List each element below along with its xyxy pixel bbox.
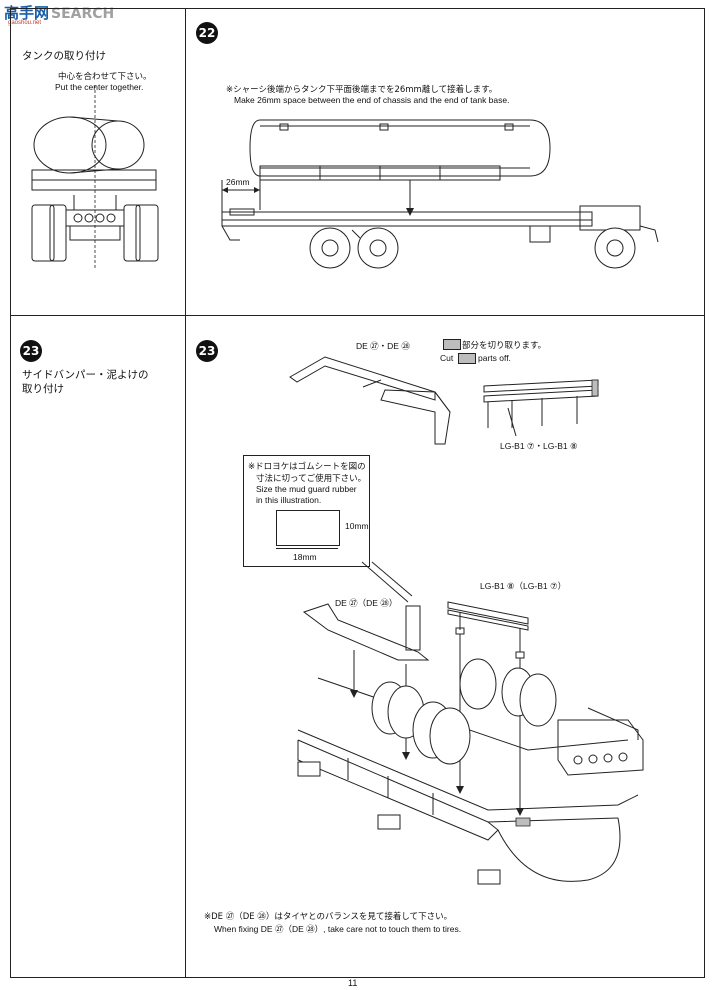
cut-note-en-suffix: parts off. bbox=[478, 353, 511, 363]
mud-note-en-line1: Size the mud guard rubber bbox=[256, 484, 357, 494]
column-divider bbox=[185, 8, 186, 978]
cut-legend-swatch bbox=[443, 339, 461, 350]
callout-pointer bbox=[360, 560, 420, 610]
page-frame bbox=[10, 8, 705, 978]
tank-rear-view-illustration bbox=[20, 95, 170, 270]
step-23-title-line1: サイドバンパー・泥よけの bbox=[22, 369, 149, 381]
mud-note-en-line2: in this illustration. bbox=[256, 495, 322, 505]
part-lg-alt: LG-B1 ⑧（LG-B1 ⑦） bbox=[480, 581, 567, 591]
part-lg-b1-7-8: LG-B1 ⑦・LG-B1 ⑧ bbox=[500, 441, 578, 451]
cut-note-en-prefix: Cut bbox=[440, 353, 454, 363]
mud-dim-height: 10mm bbox=[345, 521, 369, 531]
step-23-badge-right: 23 bbox=[196, 340, 218, 362]
cut-note-jp: 部分を切り取ります。 bbox=[462, 341, 547, 351]
tank-center-note-jp: 中心を合わせて下さい。 bbox=[58, 72, 152, 82]
tank-mount-title: タンクの取り付け bbox=[22, 50, 106, 62]
page-number: 11 bbox=[348, 978, 358, 988]
mud-note-jp-line1: ※ドロヨケはゴムシートを図の bbox=[248, 462, 366, 472]
step-22-note-en: Make 26mm space between the end of chass… bbox=[234, 95, 510, 105]
watermark-site: gaoshou.net bbox=[8, 20, 42, 26]
mud-note-jp-line2: 寸法に切ってご使用下さい。 bbox=[256, 474, 367, 484]
watermark-search: SEARCH bbox=[51, 6, 115, 22]
footer-note-jp: ※DE ㉗（DE ㉘）はタイヤとのバランスを見て接着して下さい。 bbox=[204, 912, 453, 922]
step-23-badge: 23 bbox=[20, 340, 42, 362]
cut-legend-swatch-inline bbox=[458, 353, 476, 364]
dimension-26mm: 26mm bbox=[226, 177, 250, 187]
step-23-title-line2: 取り付け bbox=[22, 383, 64, 395]
side-bumper-rail-illustration bbox=[482, 378, 602, 438]
mud-guard-rect bbox=[276, 510, 340, 546]
tank-center-note-en: Put the center together. bbox=[55, 82, 144, 92]
bumper-part-illustration bbox=[285, 352, 465, 452]
assembly-illustration bbox=[288, 590, 658, 900]
part-de-alt: DE ㉗（DE ㉘） bbox=[335, 598, 398, 608]
mud-dim-width-line bbox=[276, 548, 338, 549]
tank-side-view-illustration bbox=[200, 110, 670, 275]
footer-note-en: When fixing DE ㉗（DE ㉘）, take care not to… bbox=[214, 924, 462, 934]
row-divider bbox=[10, 315, 705, 316]
step-22-note-jp: ※シャーシ後端からタンク下平面後端までを26mm離して接着します。 bbox=[226, 85, 498, 95]
mud-dim-width: 18mm bbox=[293, 552, 317, 562]
step-22-badge: 22 bbox=[196, 22, 218, 44]
part-de-27-28: DE ㉗・DE ㉘ bbox=[356, 341, 410, 351]
